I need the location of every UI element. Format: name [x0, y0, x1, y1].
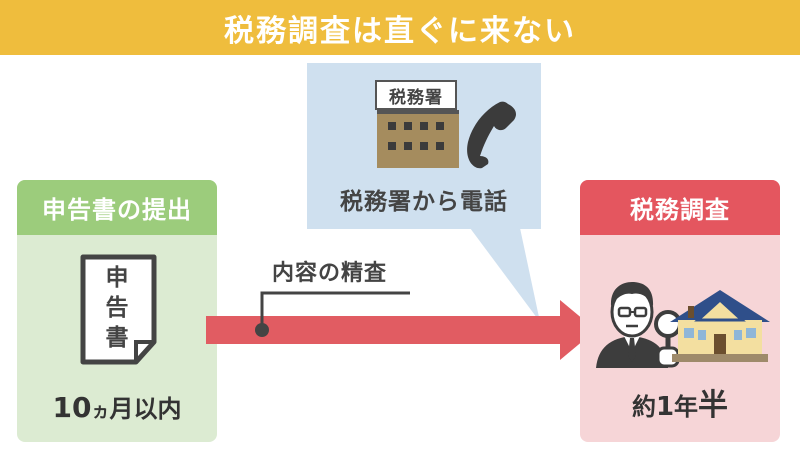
- left-footer-rest: 月以内: [109, 395, 182, 423]
- left-panel-heading: 申告書の提出: [17, 180, 217, 235]
- left-panel-footer: 10ヵ月以内: [17, 389, 217, 424]
- document-label: 申 告 書: [100, 263, 134, 353]
- right-footer-prefix: 約: [631, 393, 656, 421]
- bubble-caption: 税務署から電話: [340, 189, 508, 215]
- right-panel-footer: 約1年半: [580, 380, 780, 424]
- left-footer-small: ヵ: [91, 401, 110, 422]
- arrow-label: 内容の精査: [272, 261, 388, 286]
- document-icon: [80, 254, 157, 365]
- house-icon: [670, 290, 770, 362]
- tax-office-sign: 税務署: [375, 80, 457, 110]
- document-line-2: 告: [105, 295, 129, 321]
- right-footer-mid: 年: [674, 393, 699, 421]
- right-footer-big: 半: [698, 388, 729, 423]
- telephone-icon: [467, 101, 516, 169]
- inspector-person-icon: [596, 282, 668, 368]
- tax-office-building-icon: [377, 110, 459, 168]
- left-footer-number: 10: [52, 391, 92, 424]
- title-banner: 税務調査は直ぐに来ない: [0, 0, 800, 55]
- page-title: 税務調査は直ぐに来ない: [224, 13, 576, 49]
- right-footer-number: 1: [655, 392, 675, 422]
- document-line-3: 書: [105, 325, 129, 351]
- right-panel-heading: 税務調査: [580, 180, 780, 235]
- document-line-1: 申: [105, 265, 129, 291]
